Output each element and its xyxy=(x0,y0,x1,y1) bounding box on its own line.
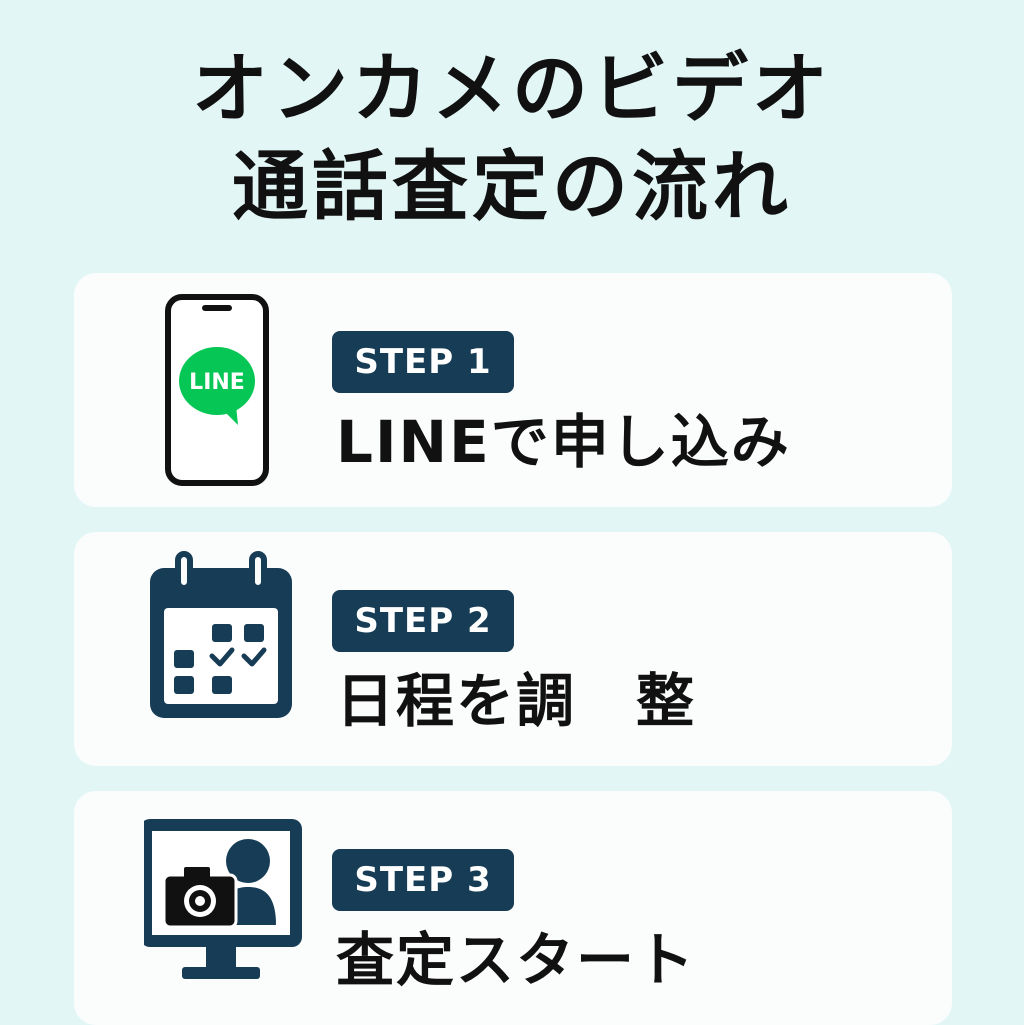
camera-icon xyxy=(162,867,238,929)
smartphone-line-icon: LINE xyxy=(144,273,294,507)
page-title: オンカメのビデオ 通話査定の流れ xyxy=(0,40,1024,236)
line-logo-icon: LINE xyxy=(179,347,255,425)
step-title-1: LINEで申し込み xyxy=(336,408,791,476)
monitor-camera-person-icon xyxy=(144,791,302,1025)
step-card-1: LINE STEP 1 LINEで申し込み xyxy=(74,273,952,507)
step-badge-3: STEP 3 xyxy=(332,849,514,911)
step-card-2: STEP 2 日程を調 整 xyxy=(74,532,952,766)
step-badge-2: STEP 2 xyxy=(332,590,514,652)
step-title-2: 日程を調 整 xyxy=(336,667,697,735)
step-badge-1: STEP 1 xyxy=(332,331,514,393)
page-title-line-2: 通話査定の流れ xyxy=(232,142,792,231)
line-logo-text: LINE xyxy=(189,370,245,395)
step-card-3: STEP 3 査定スタート xyxy=(74,791,952,1025)
step-title-3: 査定スタート xyxy=(336,926,697,994)
page-title-line-1: オンカメのビデオ xyxy=(192,44,832,133)
calendar-icon xyxy=(144,532,294,766)
